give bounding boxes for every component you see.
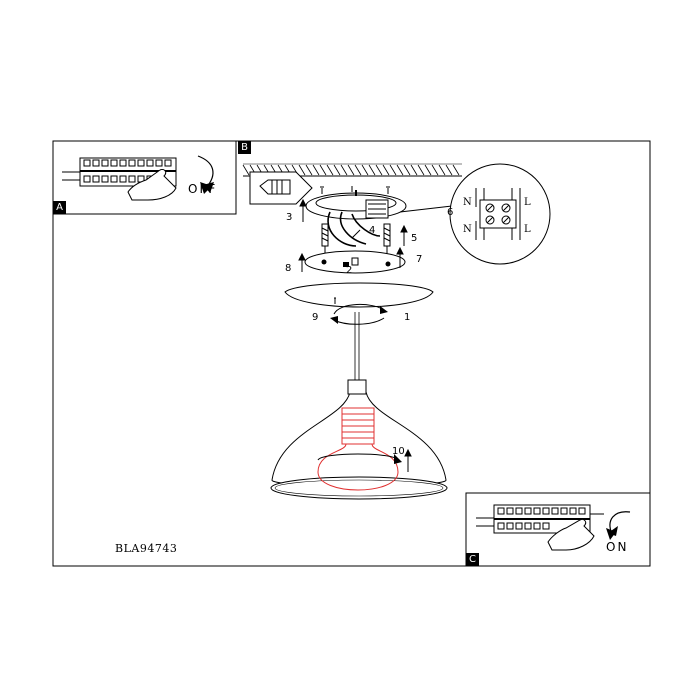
connector-block-icon — [475, 188, 521, 240]
outer-frame — [52, 140, 651, 567]
step-7: 7 — [416, 254, 423, 265]
wall-plug-icon — [259, 179, 291, 195]
product-code: BLA94743 — [115, 542, 178, 555]
step-6: 6 — [447, 207, 454, 218]
hand-a-icon — [127, 169, 177, 201]
panel-c-label: C — [466, 553, 479, 566]
step-3: 3 — [286, 212, 293, 223]
drill-marks — [320, 186, 390, 194]
hand-c-icon — [547, 519, 595, 551]
step-4: 4 — [369, 225, 376, 236]
on-label: ON — [606, 540, 629, 554]
terminal-label-n-bottom: N — [463, 224, 472, 235]
step-5: 5 — [411, 233, 418, 244]
wires-icon — [327, 211, 381, 247]
screw-right-icon — [383, 223, 391, 247]
step-2: 2 — [346, 265, 353, 276]
canopy-cover-icon — [284, 282, 434, 308]
step-10: 10 — [392, 446, 405, 457]
screw-left-icon — [321, 223, 329, 247]
off-label: OFF — [188, 182, 218, 196]
step-8: 8 — [285, 263, 292, 274]
terminal-label-l-bottom: L — [524, 224, 531, 235]
terminal-label-n-top: N — [463, 197, 472, 208]
step-arrows — [298, 198, 412, 472]
step-9: 9 — [312, 312, 319, 323]
mounting-bracket-icon — [305, 190, 407, 220]
panel-a-label: A — [53, 201, 66, 214]
terminal-label-l-top: L — [524, 197, 531, 208]
lamp-shade-icon — [270, 379, 448, 500]
callout-line — [399, 205, 453, 213]
step-1: 1 — [404, 312, 411, 323]
canopy-plate-icon — [304, 250, 406, 274]
panel-b-label: B — [238, 141, 251, 154]
